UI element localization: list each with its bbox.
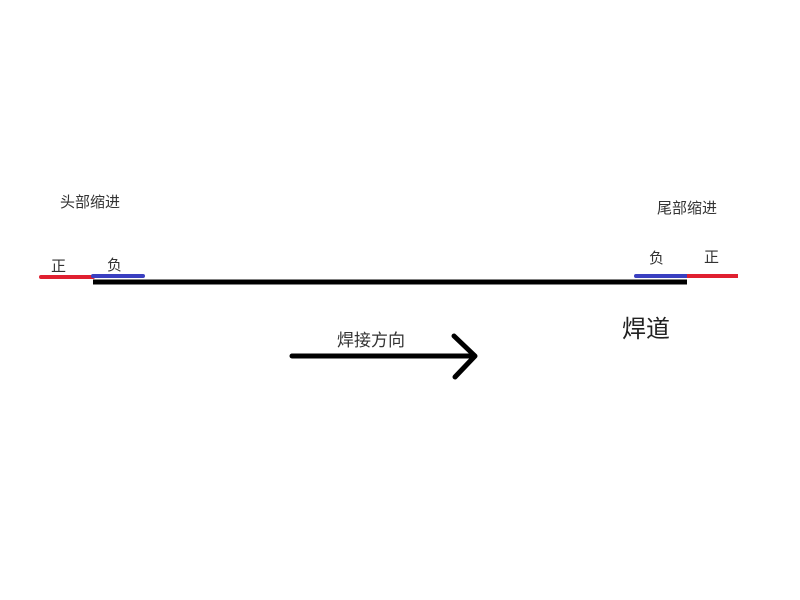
head-positive-label: 正 (51, 257, 67, 275)
weld-direction-arrow (289, 333, 478, 380)
weld-direction-label: 焊接方向 (337, 331, 405, 351)
head-negative-label: 负 (107, 256, 123, 274)
tail-indent-label: 尾部缩进 (657, 199, 718, 217)
head-indent-label: 头部缩进 (60, 193, 121, 211)
tail-negative-label: 负 (649, 249, 665, 267)
weld-seam-label: 焊道 (622, 315, 670, 343)
tail-positive-label: 正 (704, 248, 720, 266)
